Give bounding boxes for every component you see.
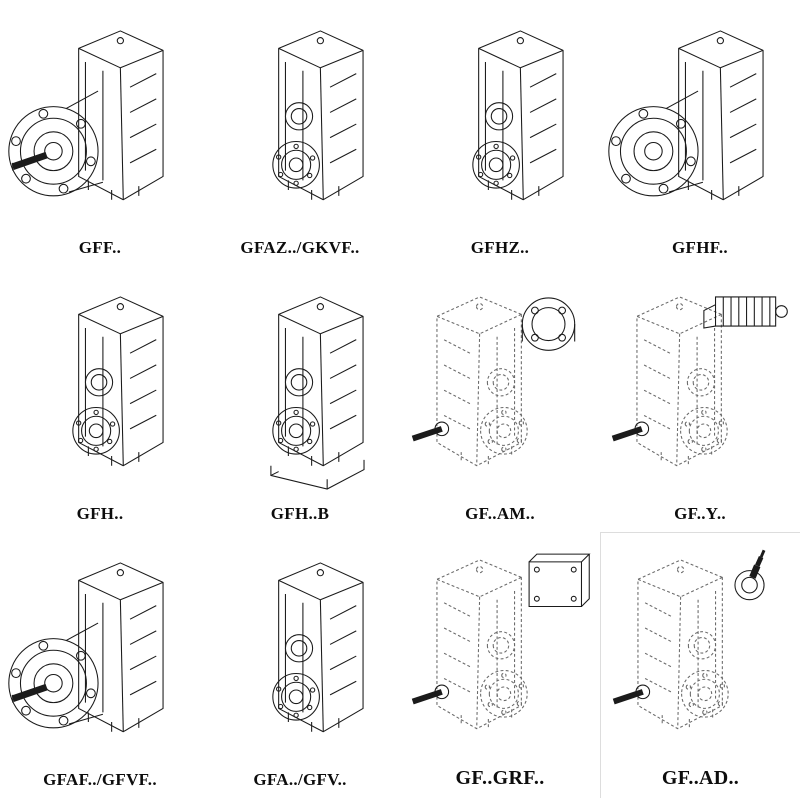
- gearbox-ghost-cover-block-drawing: [403, 553, 590, 730]
- gearbox-flange-shaft-drawing: [8, 562, 164, 733]
- gearbox-ghost-motor-flange-drawing: [403, 296, 576, 467]
- product-label: GFHZ..: [470, 238, 530, 257]
- gearbox-hollow-face-drawing: [472, 30, 564, 201]
- product-label: GFA../GFV..: [253, 770, 347, 789]
- gearbox-hollow-face-drawing: [72, 296, 164, 467]
- product-label: GFF..: [78, 238, 122, 257]
- gearbox-hollow-flange-drawing: [608, 30, 764, 201]
- gearbox-hollow-face-drawing: [272, 562, 364, 733]
- gearbox-flange-shaft-drawing: [8, 30, 164, 201]
- product-cell-gfh-b: GFH..B: [200, 266, 400, 532]
- product-cell-gff: GFF..: [0, 0, 200, 266]
- product-cell-gfaf-gfvf: GFAF../GFVF..: [0, 532, 200, 798]
- product-label: GFAZ../GKVF..: [240, 238, 360, 257]
- gearbox-ghost-mounted-motor-drawing: [603, 296, 788, 467]
- gearbox-ghost-input-adapter-drawing: [604, 546, 798, 730]
- product-cell-gf-ad: GF..AD..: [600, 532, 800, 798]
- product-cell-gfhf: GFHF..: [600, 0, 800, 266]
- product-label: GF..GRF..: [455, 767, 545, 789]
- product-cell-gf-y: GF..Y..: [600, 266, 800, 532]
- product-label: GF..AM..: [465, 504, 535, 523]
- gearbox-hollow-face-drawing: [272, 30, 364, 201]
- product-label: GF..Y..: [674, 504, 726, 523]
- product-label: GFH..: [76, 504, 124, 523]
- product-cell-gfhz: GFHZ..: [400, 0, 600, 266]
- product-label: GFH..B: [270, 504, 330, 523]
- product-label: GFHF..: [672, 238, 728, 257]
- product-label: GF..AD..: [661, 767, 740, 789]
- product-cell-gf-am: GF..AM..: [400, 266, 600, 532]
- product-cell-gfh: GFH..: [0, 266, 200, 532]
- product-cell-gf-grf: GF..GRF..: [400, 532, 600, 798]
- product-cell-gfaz-gkvf: GFAZ../GKVF..: [200, 0, 400, 266]
- gearbox-hollow-face-foot-drawing: [270, 296, 365, 490]
- product-label: GFAF../GFVF..: [43, 770, 157, 789]
- product-cell-gfa-gfv: GFA../GFV..: [200, 532, 400, 798]
